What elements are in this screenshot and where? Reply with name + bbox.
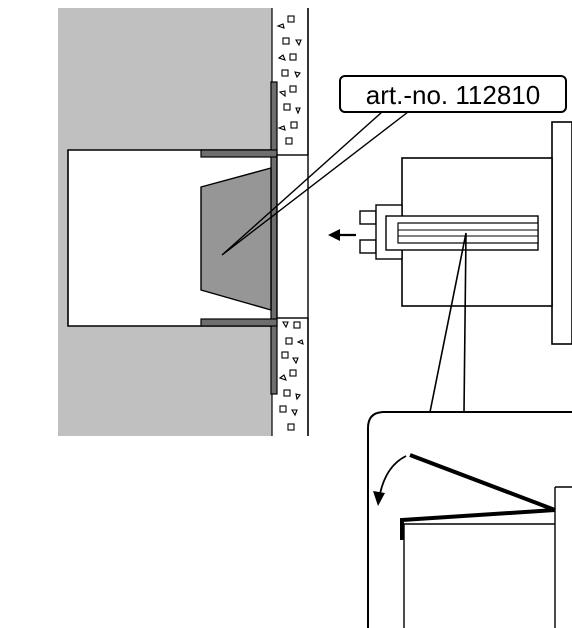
detail-clip-lever <box>400 453 556 540</box>
aggregate-pattern <box>276 15 304 431</box>
left-arrow-icon <box>328 229 356 241</box>
insert-body <box>200 167 272 311</box>
callout-box <box>339 75 567 113</box>
front-cover <box>276 154 309 319</box>
device-face-plate <box>551 121 572 345</box>
connector-top <box>359 210 377 225</box>
article-number-label: art.-no. 112810 <box>366 80 540 110</box>
flange-plate <box>270 81 278 395</box>
callout-leader <box>221 111 409 256</box>
flange-lip-bottom <box>200 318 278 327</box>
detail-callout <box>367 232 572 628</box>
part-callout: art.-no. 112810 <box>221 75 567 256</box>
mounted-part <box>200 81 309 395</box>
removed-device <box>359 121 572 345</box>
detail-leader <box>429 232 467 413</box>
curved-arrow-icon <box>373 455 407 506</box>
detail-frame <box>367 411 572 628</box>
plug-inner <box>397 222 539 244</box>
plaster-strip-top <box>272 8 308 150</box>
connector-bottom <box>359 239 377 254</box>
wall-cutout-outline <box>67 149 272 327</box>
flange-lip-top <box>200 149 278 158</box>
wall-body <box>58 8 272 436</box>
